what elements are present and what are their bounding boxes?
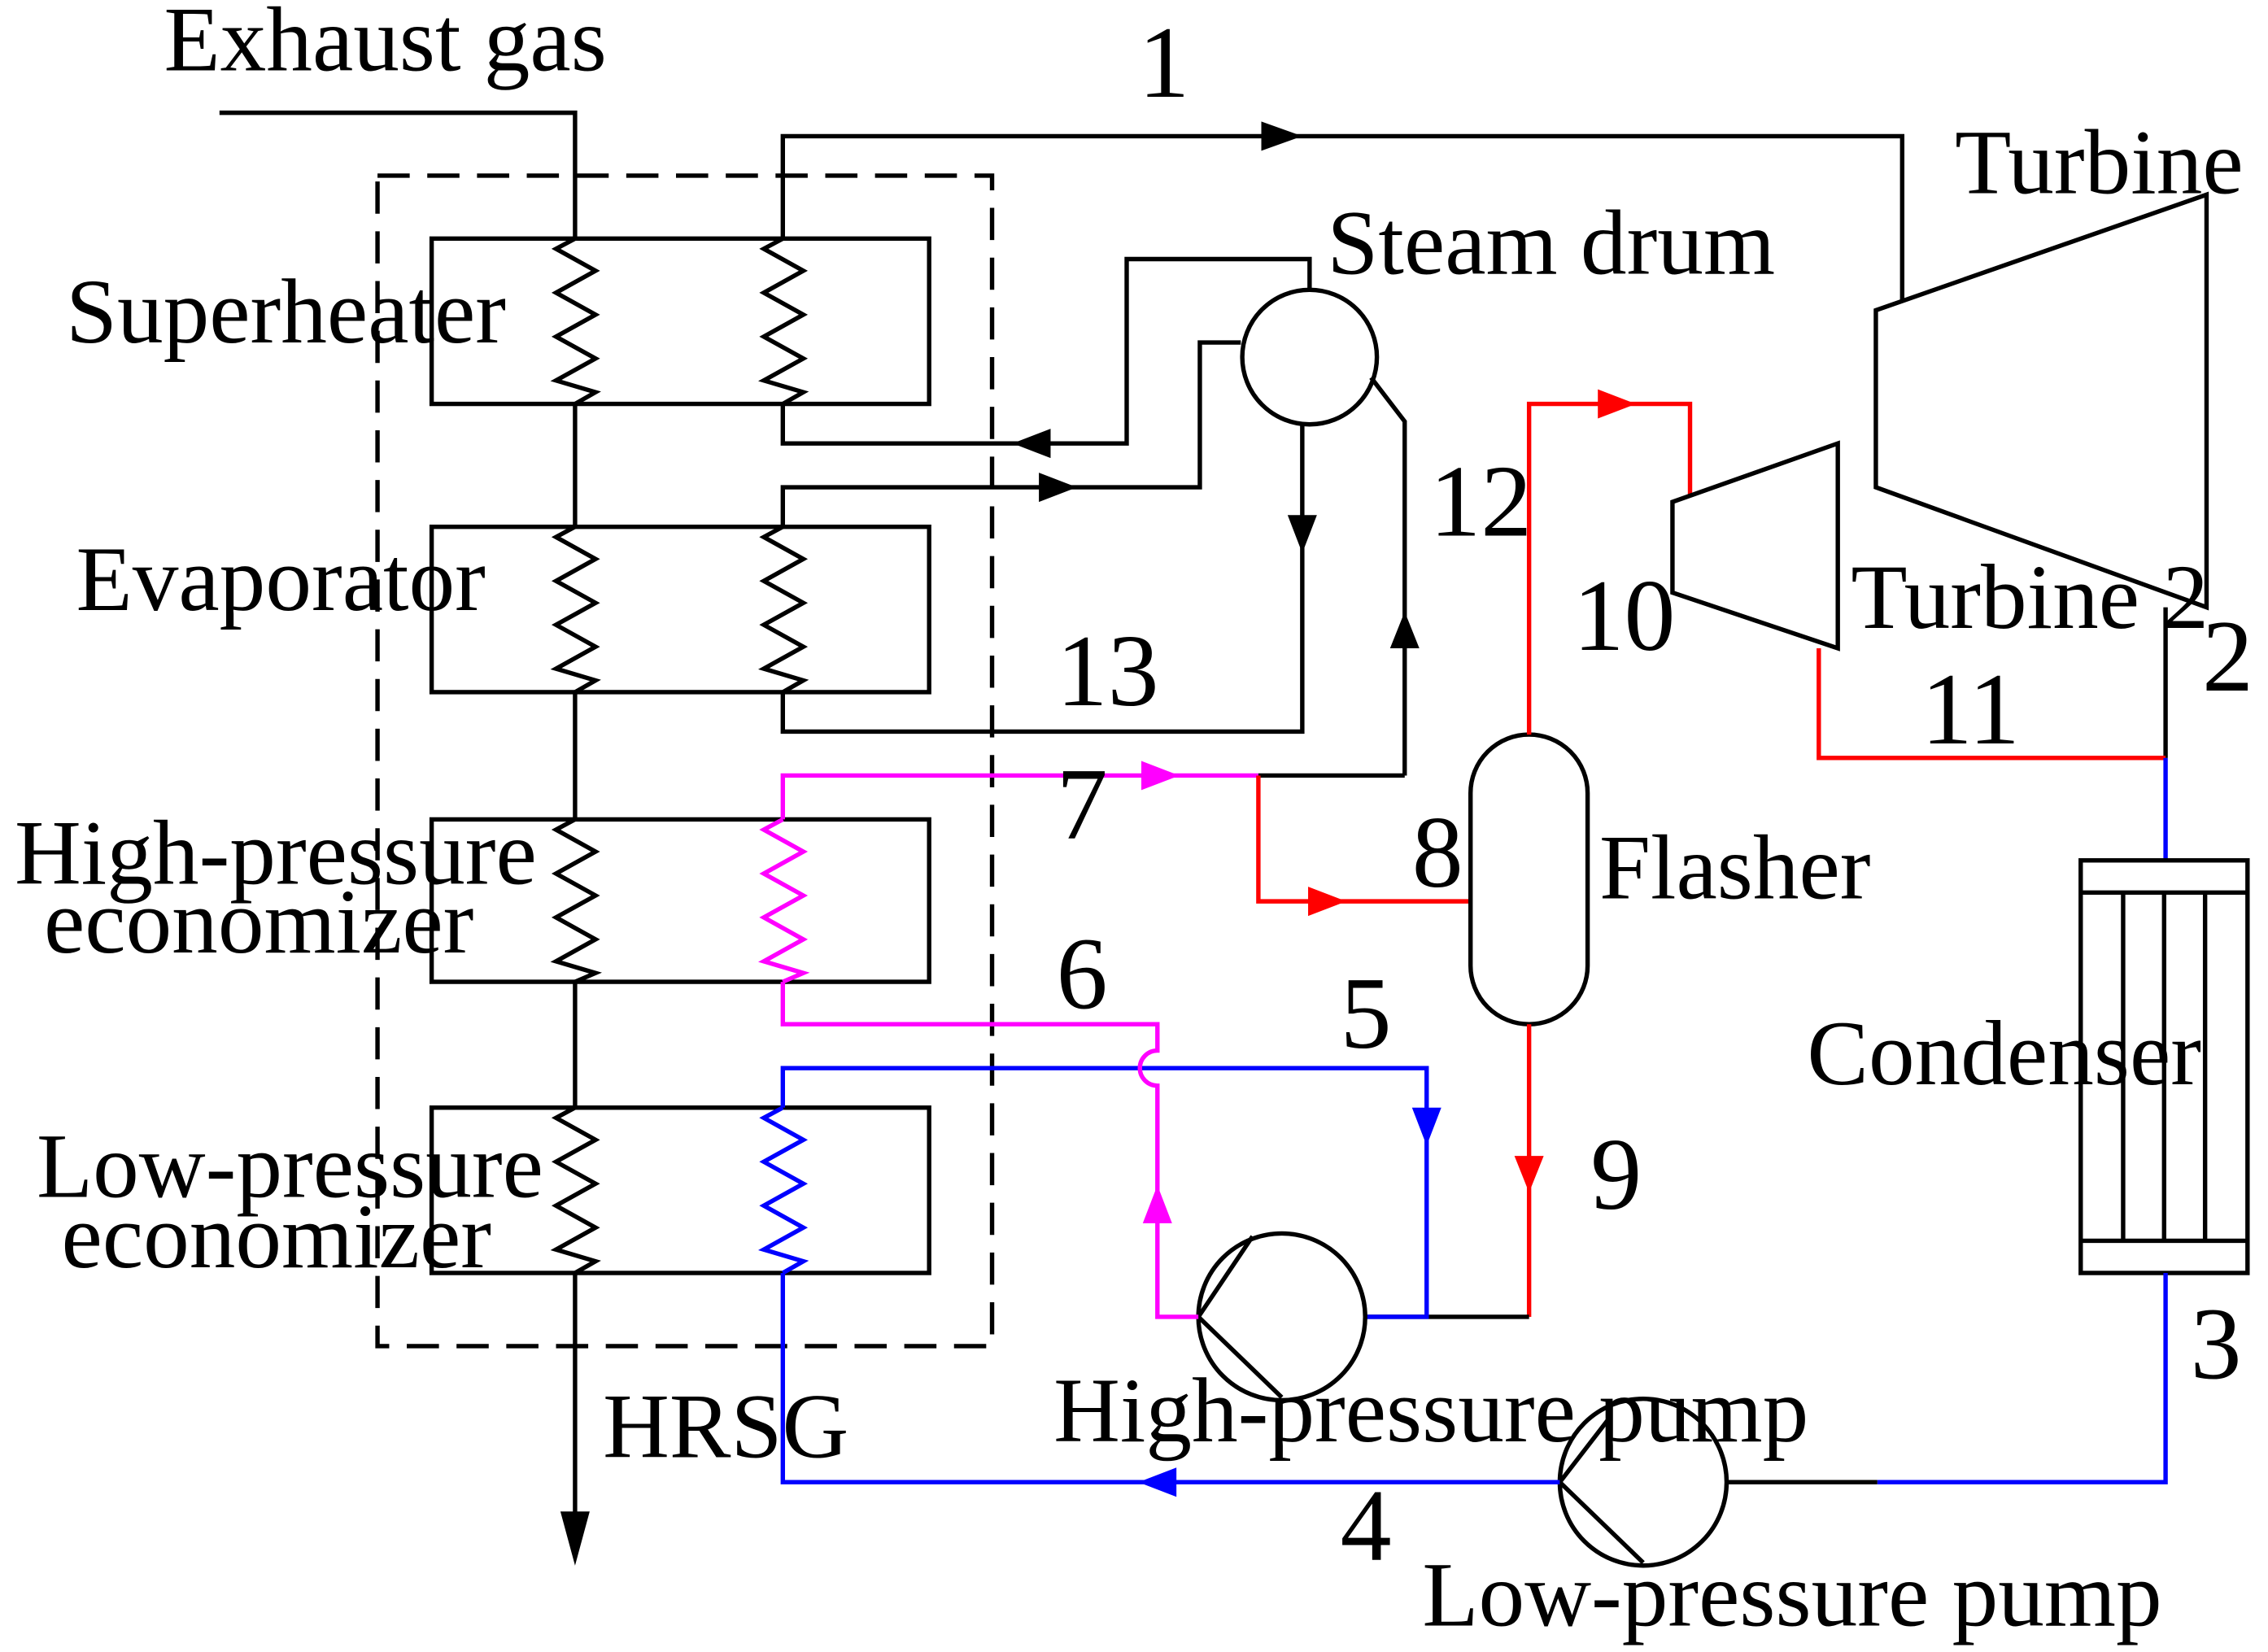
hrsg-label: HRSG	[603, 1375, 848, 1478]
stream-6-line	[780, 982, 1199, 1319]
stream-11-line	[1817, 647, 2166, 761]
hp-economizer-water-coil	[757, 817, 810, 984]
state-4-label: 4	[1341, 1470, 1392, 1583]
stream-12-arrow	[1389, 611, 1420, 648]
turbine-2	[1670, 440, 1840, 652]
stream-1-arrow	[1261, 121, 1302, 151]
hp-economizer-box	[429, 817, 931, 984]
stream-10-arrow	[1598, 389, 1636, 419]
stream-7-line	[780, 773, 1258, 820]
stream-13-line	[780, 424, 1305, 734]
stream-3-line	[1877, 1273, 2168, 1484]
high-pressure-pump-label: High-pressure pump	[1053, 1359, 1808, 1462]
flasher-label: Flasher	[1599, 817, 1871, 919]
turbine-1	[1873, 191, 2209, 611]
stream-8-line	[1256, 775, 1471, 904]
steam-drum-label: Steam drum	[1327, 191, 1775, 294]
lp-economizer-label-1: Low-pressure	[37, 1114, 543, 1217]
stream-4-line	[780, 1273, 1560, 1484]
lp-economizer-gas-coil	[550, 1105, 601, 1275]
turbine-1-label: Turbine 1	[1955, 111, 2268, 214]
superheater-box	[429, 236, 931, 407]
state-10-label: 10	[1573, 560, 1676, 673]
hrsg-boundary	[375, 173, 995, 1349]
stream-9-arrow	[1514, 1156, 1544, 1193]
hrsg-outlet-arrow	[560, 1511, 590, 1566]
hp-economizer-gas-coil	[550, 817, 603, 984]
stream-8-arrow	[1308, 887, 1346, 917]
exhaust-gas-line	[219, 110, 578, 239]
evaporator-box	[429, 524, 931, 695]
hp-economizer-label-1: High-pressure	[15, 802, 537, 904]
exhaust-gas-label: Exhaust gas	[164, 0, 606, 90]
stream-1-line	[780, 133, 1905, 305]
stream-12-line	[1369, 376, 1407, 776]
superheater-inlet-line	[780, 256, 1312, 446]
stream-13-arrow	[1287, 515, 1317, 554]
stream-4-arrow	[1138, 1467, 1177, 1497]
state-3-label: 3	[2191, 1288, 2242, 1401]
condenser	[2078, 858, 2250, 1275]
stream-5-arrow	[1411, 1107, 1441, 1146]
turbine-2-label: Turbine 2	[1851, 546, 2209, 648]
stream-5-line	[780, 1066, 1429, 1319]
evaporator-water-coil	[757, 525, 809, 695]
stream-7-arrow	[1141, 761, 1180, 791]
state-6-label: 6	[1057, 918, 1108, 1031]
lp-economizer-box	[429, 1105, 931, 1275]
state-9-label: 9	[1590, 1118, 1642, 1231]
evaporator-outlet-line	[780, 340, 1241, 527]
state-7-label: 7	[1057, 748, 1108, 861]
state-13-label: 13	[1057, 615, 1159, 728]
state-1-label: 1	[1138, 7, 1189, 120]
low-pressure-pump-label: Low-pressure pump	[1422, 1543, 2161, 1645]
stream-6-arrow	[1142, 1185, 1172, 1223]
state-11-label: 11	[1921, 653, 2020, 766]
steam-drum	[1240, 287, 1380, 427]
lp-economizer-water-coil	[757, 1105, 809, 1275]
superheater-inlet-arrow	[1012, 429, 1051, 459]
evaporator-gas-coil	[550, 525, 601, 695]
condenser-label: Condenser	[1807, 1002, 2201, 1105]
lp-economizer-label-2: economizer	[62, 1185, 491, 1288]
superheater-label: Superheater	[66, 260, 506, 363]
hp-economizer-label-2: economizer	[44, 870, 473, 973]
state-5-label: 5	[1341, 957, 1392, 1070]
superheater-steam-coil	[757, 236, 809, 406]
evaporator-label: Evaporator	[76, 528, 486, 630]
state-2-label: 2	[2202, 600, 2253, 713]
flasher	[1468, 732, 1590, 1027]
evaporator-outlet-arrow	[1039, 473, 1077, 503]
superheater-gas-coil	[550, 236, 601, 406]
state-8-label: 8	[1412, 796, 1463, 909]
state-12-label: 12	[1429, 445, 1532, 558]
